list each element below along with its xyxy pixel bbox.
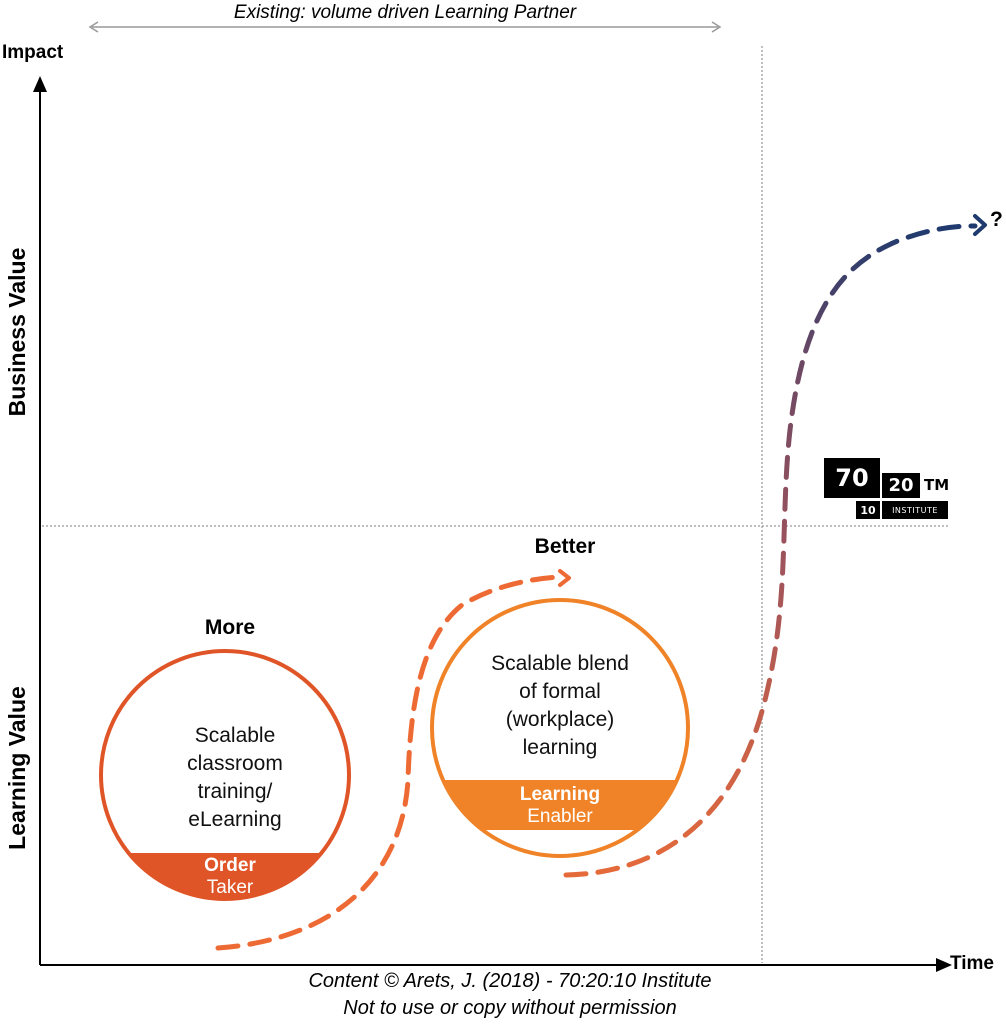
business-value-label: Business Value — [4, 247, 30, 417]
logo-70: 70 — [824, 458, 880, 498]
logo-tm: TM — [924, 476, 950, 494]
footer-copyright: Content © Arets, J. (2018) - 70:20:10 In… — [308, 970, 712, 992]
transition-path-2 — [563, 223, 978, 878]
institute-logo: 70 20 TM 10 INSTITUTE — [824, 458, 950, 520]
learning-enabler-description: Scalable blend of formal (workplace) lea… — [491, 652, 629, 759]
banner-arrow-right-head — [711, 21, 722, 33]
y-axis-label: Impact — [2, 42, 64, 63]
logo-20: 20 — [882, 473, 920, 498]
learning-value-label: Learning Value — [4, 686, 30, 850]
banner-arrow-left-head — [88, 21, 99, 33]
better-heading: Better — [534, 535, 596, 558]
y-axis-arrowhead — [33, 76, 47, 92]
learning-enabler-role: Learning Enabler — [519, 784, 601, 827]
x-axis-arrowhead — [936, 958, 952, 972]
order-taker-description: Scalable classroom training/ eLearning — [187, 724, 283, 831]
order-taker-circle — [99, 649, 351, 901]
banner-label: Existing: volume driven Learning Partner — [233, 2, 577, 23]
order-taker-role: Order Taker — [204, 855, 256, 898]
more-heading: More — [204, 616, 256, 639]
footer-permission: Not to use or copy without permission — [343, 997, 677, 1019]
learning-enabler-circle — [430, 598, 690, 858]
future-question-mark: ? — [990, 208, 1003, 231]
logo-institute: INSTITUTE — [882, 501, 948, 519]
transition-arrowhead-1 — [558, 569, 571, 587]
transition-path-1 — [215, 574, 563, 951]
transition-arrowhead-2 — [973, 214, 987, 236]
x-axis-label: Time — [950, 953, 995, 974]
logo-10: 10 — [856, 501, 880, 519]
